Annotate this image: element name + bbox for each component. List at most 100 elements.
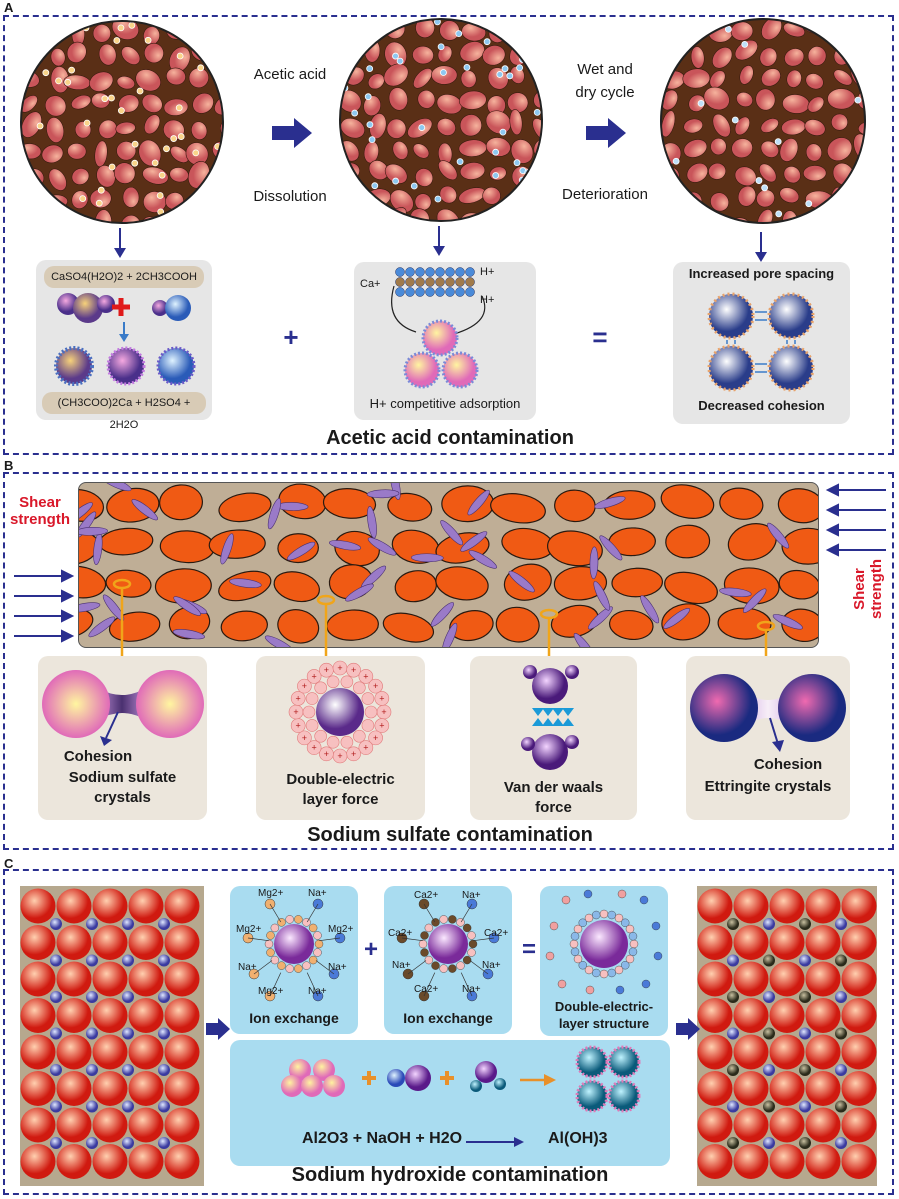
lattice-particle xyxy=(698,1144,733,1179)
sulfate-crystal-pair xyxy=(38,662,207,752)
lattice-ion xyxy=(799,1064,811,1076)
pore-dot xyxy=(672,211,678,217)
pore-dot xyxy=(520,56,526,62)
panel-a-title: Acetic acid contamination xyxy=(250,427,650,450)
soil-grain xyxy=(802,117,827,139)
cohesion-box: Increased pore spacing Decreased cohesio… xyxy=(673,262,850,424)
step2-top-label: Wet and dry cycle xyxy=(555,58,655,104)
soil-grain xyxy=(97,43,118,67)
lattice-particle xyxy=(93,1071,128,1106)
pore-dot xyxy=(732,117,738,123)
soil-grain xyxy=(729,136,754,160)
soil-grain xyxy=(363,18,386,40)
ion-dot xyxy=(456,288,465,297)
lattice-particle xyxy=(93,1144,128,1179)
na-label: Na+ xyxy=(238,962,257,973)
lattice-particle xyxy=(21,962,56,997)
panel-b-title: Sodium sulfate contamination xyxy=(250,824,650,847)
lattice-ion xyxy=(835,1064,847,1076)
ion-dot xyxy=(446,268,455,277)
svg-text:+: + xyxy=(379,693,384,703)
soil-lattice-before xyxy=(20,886,204,1186)
pore-dot xyxy=(43,70,49,76)
pore-dot xyxy=(372,183,378,189)
soil-grain xyxy=(731,36,761,64)
lattice-particle xyxy=(842,889,877,924)
lattice-ion xyxy=(727,1137,739,1149)
soil-circle-initial xyxy=(20,20,224,224)
arrow-right-icon xyxy=(272,118,312,148)
lattice-particle xyxy=(165,1108,200,1143)
pore-dot xyxy=(502,66,508,72)
arrow-right-icon xyxy=(586,118,626,148)
lattice-particle xyxy=(129,962,164,997)
pore-dot xyxy=(109,164,115,170)
soil-grain xyxy=(210,138,224,162)
soil-grain xyxy=(758,65,784,90)
lattice-after xyxy=(697,886,877,1186)
lattice-particle xyxy=(698,1108,733,1143)
lattice-ion xyxy=(835,1137,847,1149)
double-electric-label: Double-electric layer force xyxy=(256,770,425,810)
pore-dot xyxy=(497,71,503,77)
soil-grain xyxy=(827,89,855,110)
pore-dot xyxy=(24,64,30,70)
lattice-ion xyxy=(122,1064,134,1076)
reaction-molecules xyxy=(230,1040,670,1120)
soil-grain xyxy=(45,116,66,144)
lattice-particle xyxy=(842,1108,877,1143)
soil-grain xyxy=(785,68,803,89)
pore-dot xyxy=(493,149,499,155)
pore-dot xyxy=(530,38,536,44)
h-label-2: H+ xyxy=(480,294,494,306)
lattice-ion xyxy=(86,955,98,967)
lattice-particle xyxy=(57,1035,92,1070)
lattice-ion xyxy=(158,991,170,1003)
lattice-ion xyxy=(763,991,775,1003)
soil-grain xyxy=(508,188,527,211)
orange-grain xyxy=(217,489,273,525)
lattice-particle xyxy=(806,1108,841,1143)
soil-grain xyxy=(118,43,144,68)
soil-grain xyxy=(847,58,866,90)
step1-top-label: Acetic acid xyxy=(235,66,345,83)
svg-text:+: + xyxy=(293,707,298,717)
soil-grain xyxy=(93,24,111,43)
soil-grain xyxy=(45,166,70,194)
soil-grain xyxy=(414,18,436,39)
pore-dot xyxy=(367,66,373,72)
pore-dot xyxy=(38,46,44,52)
svg-text:+: + xyxy=(324,665,329,675)
ettringite-box: Cohesion Ettringite crystals xyxy=(686,656,850,820)
ion-dot xyxy=(436,288,445,297)
soil-grain xyxy=(142,25,161,46)
reaction-right: Al(OH)3 xyxy=(548,1130,608,1148)
pore-dot xyxy=(108,95,114,101)
pore-dot xyxy=(118,108,124,114)
soil-grain xyxy=(858,122,866,135)
mg-label: Mg2+ xyxy=(258,888,283,899)
soil-grain xyxy=(458,90,487,111)
orange-grain xyxy=(776,486,819,526)
lattice-ion xyxy=(727,1064,739,1076)
pore-dot xyxy=(776,211,782,217)
soil-grain xyxy=(432,204,464,222)
ettringite-crystal-pair xyxy=(686,664,850,764)
competitive-adsorption-label: H+ competitive adsorption xyxy=(354,396,536,411)
soil-grain xyxy=(457,38,488,66)
lattice-ion xyxy=(158,1137,170,1149)
lattice-particle xyxy=(93,962,128,997)
pore-dot xyxy=(360,49,366,55)
step2-bottom-label: Deterioration xyxy=(545,186,665,203)
pore-dot xyxy=(493,172,499,178)
soil-grain xyxy=(808,46,827,66)
ion-dot xyxy=(456,278,465,287)
soil-grain xyxy=(828,111,851,134)
lattice-particle xyxy=(698,925,733,960)
soil-grain xyxy=(412,45,435,65)
soil-grain xyxy=(706,161,727,182)
pore-dot xyxy=(171,136,177,142)
soil-grain xyxy=(169,166,190,183)
na-label: Na+ xyxy=(308,986,327,997)
soil-grain xyxy=(48,211,72,224)
